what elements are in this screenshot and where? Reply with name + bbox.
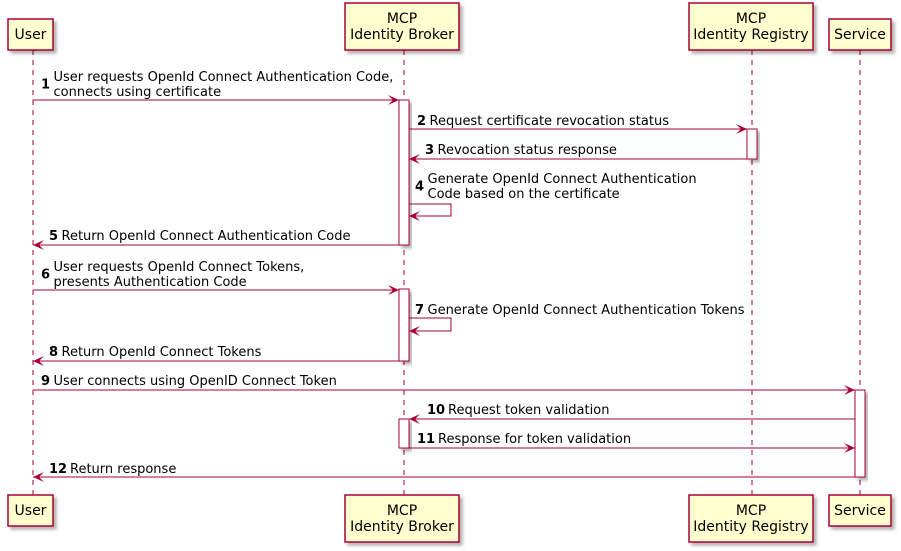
participant-user-top: User: [7, 18, 54, 51]
participant-name: Identity Registry: [693, 27, 808, 43]
arrowhead: [844, 443, 855, 453]
message-number: 2: [417, 114, 426, 129]
participant-box: [7, 494, 54, 527]
participant-service-bottom: Service: [828, 494, 892, 527]
arrowhead: [388, 285, 399, 295]
message-label: presents Authentication Code: [54, 275, 247, 290]
message-number: 1: [41, 78, 50, 93]
message-3: 3 Revocation status response: [409, 143, 747, 164]
message-label: Response for token validation: [438, 432, 631, 447]
message-number: 4: [415, 180, 424, 195]
arrowhead: [33, 356, 44, 366]
message-label: Return OpenId Connect Tokens: [62, 345, 262, 360]
message-label: User requests OpenId Connect Authenticat…: [54, 70, 394, 85]
message-label: connects using certificate: [54, 85, 222, 100]
participant-box: [828, 18, 892, 51]
arrowhead: [409, 211, 420, 221]
participant-box: [344, 2, 460, 51]
message-label: Return response: [70, 462, 176, 477]
participant-name: User: [15, 27, 47, 43]
message-number: 10: [427, 403, 445, 418]
arrowhead: [736, 124, 747, 134]
message-6: 6 User requests OpenId Connect Tokens,pre…: [33, 260, 399, 295]
arrowhead: [409, 414, 420, 424]
arrowhead: [33, 240, 44, 250]
arrowhead: [388, 95, 399, 105]
message-number: 9: [41, 374, 50, 389]
self-message-line: [409, 317, 452, 332]
participant-box: [344, 494, 460, 543]
activation-bar-registry: [746, 128, 758, 160]
participant-name: MCP: [387, 503, 417, 519]
message-2: 2 Request certificate revocation status: [409, 114, 747, 134]
message-number: 6: [41, 268, 50, 283]
participant-box: [688, 494, 814, 543]
message-5: 5 Return OpenId Connect Authentication Co…: [33, 229, 399, 250]
message-label: User connects using OpenID Connect Token: [54, 374, 337, 389]
message-label: Return OpenId Connect Authentication Cod…: [62, 229, 351, 244]
message-number: 3: [425, 143, 434, 158]
participant-name: MCP: [387, 11, 417, 27]
participant-box: [828, 494, 892, 527]
arrowhead: [409, 154, 420, 164]
message-number: 11: [417, 432, 435, 447]
participant-name: MCP: [736, 503, 766, 519]
arrowhead: [409, 326, 420, 336]
participant-service-top: Service: [828, 18, 892, 51]
message-number: 7: [415, 303, 424, 318]
participant-box: [7, 18, 54, 51]
participant-name: User: [15, 503, 47, 519]
message-number: 8: [49, 345, 58, 360]
message-8: 8 Return OpenId Connect Tokens: [33, 345, 399, 366]
activation-bar-broker: [398, 418, 410, 449]
message-7: 7 Generate OpenId Connect Authentication …: [409, 303, 745, 336]
message-number: 5: [49, 229, 58, 244]
message-label: Request certificate revocation status: [430, 114, 670, 129]
activation-bar-broker: [398, 288, 410, 362]
message-label: Revocation status response: [438, 143, 617, 158]
message-label: Code based on the certificate: [428, 187, 620, 202]
participant-name: Service: [834, 503, 886, 519]
participant-name: Service: [834, 27, 886, 43]
activation-bar-broker: [398, 99, 410, 246]
message-label: Request token validation: [448, 403, 609, 418]
arrowhead: [844, 385, 855, 395]
participant-name: Identity Broker: [350, 27, 454, 43]
message-label: User requests OpenId Connect Tokens,: [54, 260, 305, 275]
message-4: 4 Generate OpenId Connect AuthenticationC…: [409, 172, 697, 221]
activation-bar-service: [854, 389, 866, 478]
self-message-line: [409, 203, 452, 217]
message-9: 9 User connects using OpenID Connect Toke…: [33, 374, 855, 395]
message-1: 1 User requests OpenId Connect Authentica…: [33, 70, 399, 105]
message-label: Generate OpenId Connect Authentication: [428, 172, 697, 187]
message-number: 12: [49, 462, 67, 477]
message-label: Generate OpenId Connect Authentication T…: [428, 303, 745, 318]
participant-box: [688, 2, 814, 51]
participant-name: MCP: [736, 11, 766, 27]
arrowhead: [33, 472, 44, 482]
participant-name: Identity Registry: [693, 519, 808, 535]
participant-user-bottom: User: [7, 494, 54, 527]
participant-name: Identity Broker: [350, 519, 454, 535]
